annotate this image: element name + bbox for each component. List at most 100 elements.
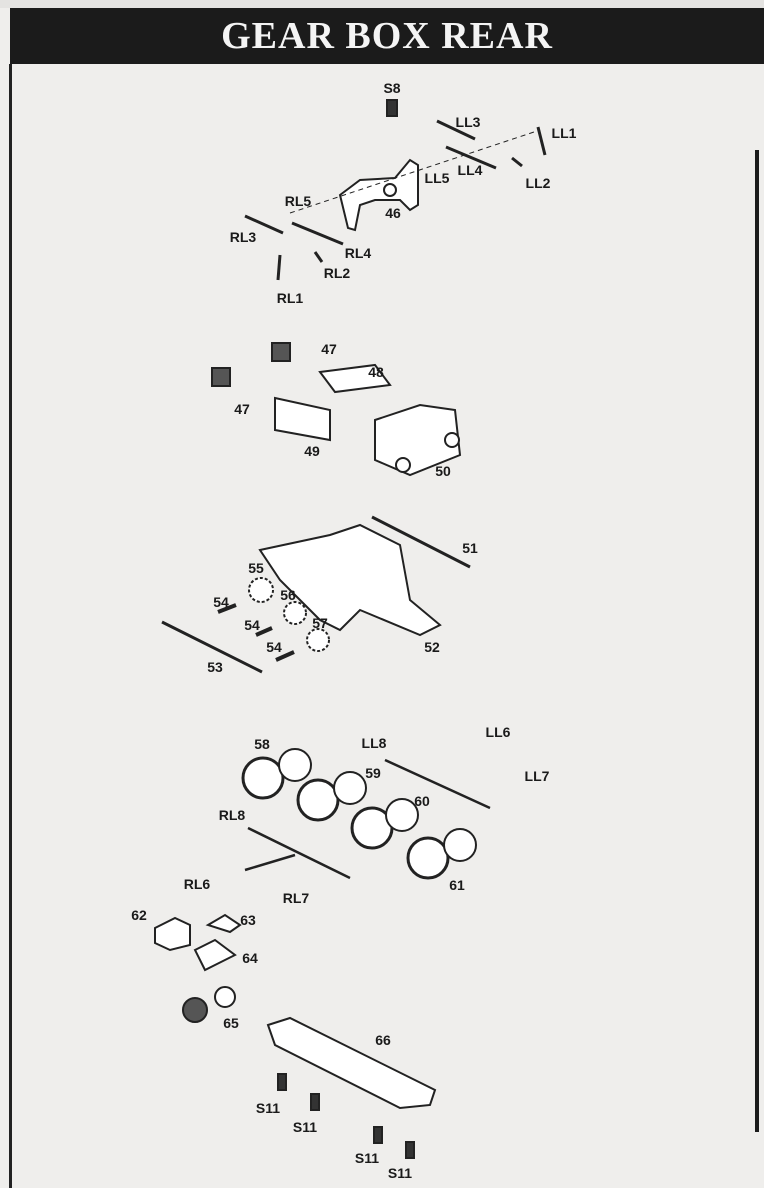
label-52: 52 bbox=[424, 639, 440, 655]
wheel-far-60 bbox=[385, 798, 419, 832]
rod-ll4 bbox=[445, 145, 497, 170]
label-63: 63 bbox=[240, 912, 256, 928]
wheel-65 bbox=[182, 997, 208, 1023]
label-51: 51 bbox=[462, 540, 478, 556]
label-rl2: RL2 bbox=[323, 265, 351, 281]
label-ll3: LL3 bbox=[455, 114, 481, 130]
rod-rl4 bbox=[291, 221, 344, 246]
screw-s8 bbox=[386, 99, 398, 117]
label-rl1: RL1 bbox=[276, 290, 304, 306]
valve-gear-group bbox=[244, 99, 547, 281]
screw-s11 bbox=[405, 1141, 415, 1159]
label-49: 49 bbox=[304, 443, 320, 459]
rod-ll3 bbox=[436, 119, 476, 141]
part-62 bbox=[154, 916, 191, 952]
label-ll6: LL6 bbox=[485, 724, 511, 740]
frame-left-border bbox=[9, 64, 12, 1188]
label-54: 54 bbox=[213, 594, 229, 610]
axle-54 bbox=[275, 650, 295, 662]
screw-s11 bbox=[373, 1126, 383, 1144]
coupling-rod-rl7 bbox=[247, 826, 351, 880]
label-54: 54 bbox=[244, 617, 260, 633]
gear-group bbox=[161, 515, 471, 674]
label-61: 61 bbox=[449, 877, 465, 893]
label-ll5: LL5 bbox=[424, 170, 450, 186]
screw-s11 bbox=[310, 1093, 320, 1111]
label-53: 53 bbox=[207, 659, 223, 675]
wheel-far-59 bbox=[333, 771, 367, 805]
label-48: 48 bbox=[368, 364, 384, 380]
frame-right-border bbox=[755, 150, 759, 1132]
label-ll1: LL1 bbox=[551, 125, 577, 141]
rod-rl6 bbox=[244, 853, 296, 872]
plate-53 bbox=[161, 620, 263, 674]
label-60: 60 bbox=[414, 793, 430, 809]
label-rl6: RL6 bbox=[183, 876, 211, 892]
brush-47-upper bbox=[271, 342, 291, 362]
brush-holder-49 bbox=[274, 396, 331, 442]
brush-holder-48 bbox=[318, 363, 392, 394]
wheel-far-58 bbox=[278, 748, 312, 782]
wheel-58 bbox=[241, 756, 285, 800]
brush-47-lower bbox=[211, 367, 231, 387]
gear-57 bbox=[306, 628, 330, 652]
link-rl2 bbox=[313, 251, 324, 263]
label-ll4: LL4 bbox=[457, 162, 483, 178]
frame-66 bbox=[266, 1016, 437, 1110]
axle-54 bbox=[255, 626, 273, 637]
label-s11: S11 bbox=[255, 1100, 281, 1116]
wheel-59 bbox=[296, 778, 340, 822]
label-rl7: RL7 bbox=[282, 890, 310, 906]
label-62: 62 bbox=[131, 907, 147, 923]
link-ll1 bbox=[536, 126, 547, 156]
label-47: 47 bbox=[321, 341, 337, 357]
label-64: 64 bbox=[242, 950, 258, 966]
label-47: 47 bbox=[234, 401, 250, 417]
link-rl1 bbox=[276, 254, 282, 281]
label-58: 58 bbox=[254, 736, 270, 752]
motor-bearing bbox=[444, 432, 460, 448]
screw-s11 bbox=[277, 1073, 287, 1091]
label-50: 50 bbox=[435, 463, 451, 479]
page-top-edge bbox=[0, 0, 764, 8]
label-ll2: LL2 bbox=[525, 175, 551, 191]
wheel-65-far bbox=[214, 986, 236, 1008]
title-bar: GEAR BOX REAR bbox=[10, 8, 764, 64]
label-46: 46 bbox=[385, 205, 401, 221]
label-s11: S11 bbox=[354, 1150, 380, 1166]
wheel-far-61 bbox=[443, 828, 477, 862]
label-59: 59 bbox=[365, 765, 381, 781]
bracket-hole bbox=[383, 183, 397, 197]
coupling-rod-ll7 bbox=[384, 758, 491, 810]
label-56: 56 bbox=[280, 587, 296, 603]
label-rl5: RL5 bbox=[284, 193, 312, 209]
part-63 bbox=[205, 913, 242, 934]
label-s8: S8 bbox=[383, 80, 401, 96]
gearbox-frame-52 bbox=[258, 523, 442, 637]
label-65: 65 bbox=[223, 1015, 239, 1031]
label-54: 54 bbox=[266, 639, 282, 655]
label-rl4: RL4 bbox=[344, 245, 372, 261]
gear-55 bbox=[248, 577, 274, 603]
page-title: GEAR BOX REAR bbox=[221, 15, 553, 57]
label-66: 66 bbox=[375, 1032, 391, 1048]
label-rl8: RL8 bbox=[218, 807, 246, 823]
label-s11: S11 bbox=[292, 1119, 318, 1135]
label-s11: S11 bbox=[387, 1165, 413, 1181]
motor-bearing bbox=[395, 457, 411, 473]
rod-rl3 bbox=[244, 214, 284, 235]
label-57: 57 bbox=[312, 615, 328, 631]
label-ll8: LL8 bbox=[361, 735, 387, 751]
link-ll2 bbox=[511, 156, 523, 168]
label-rl3: RL3 bbox=[229, 229, 257, 245]
axle-54 bbox=[217, 603, 237, 614]
wheel-61 bbox=[406, 836, 450, 880]
wheelset-group bbox=[241, 748, 491, 880]
gear-56 bbox=[283, 601, 307, 625]
assembly-line bbox=[289, 129, 541, 214]
plate-51 bbox=[371, 515, 471, 569]
motor-housing-50 bbox=[374, 403, 462, 477]
label-55: 55 bbox=[248, 560, 264, 576]
chassis-group bbox=[154, 913, 437, 1159]
